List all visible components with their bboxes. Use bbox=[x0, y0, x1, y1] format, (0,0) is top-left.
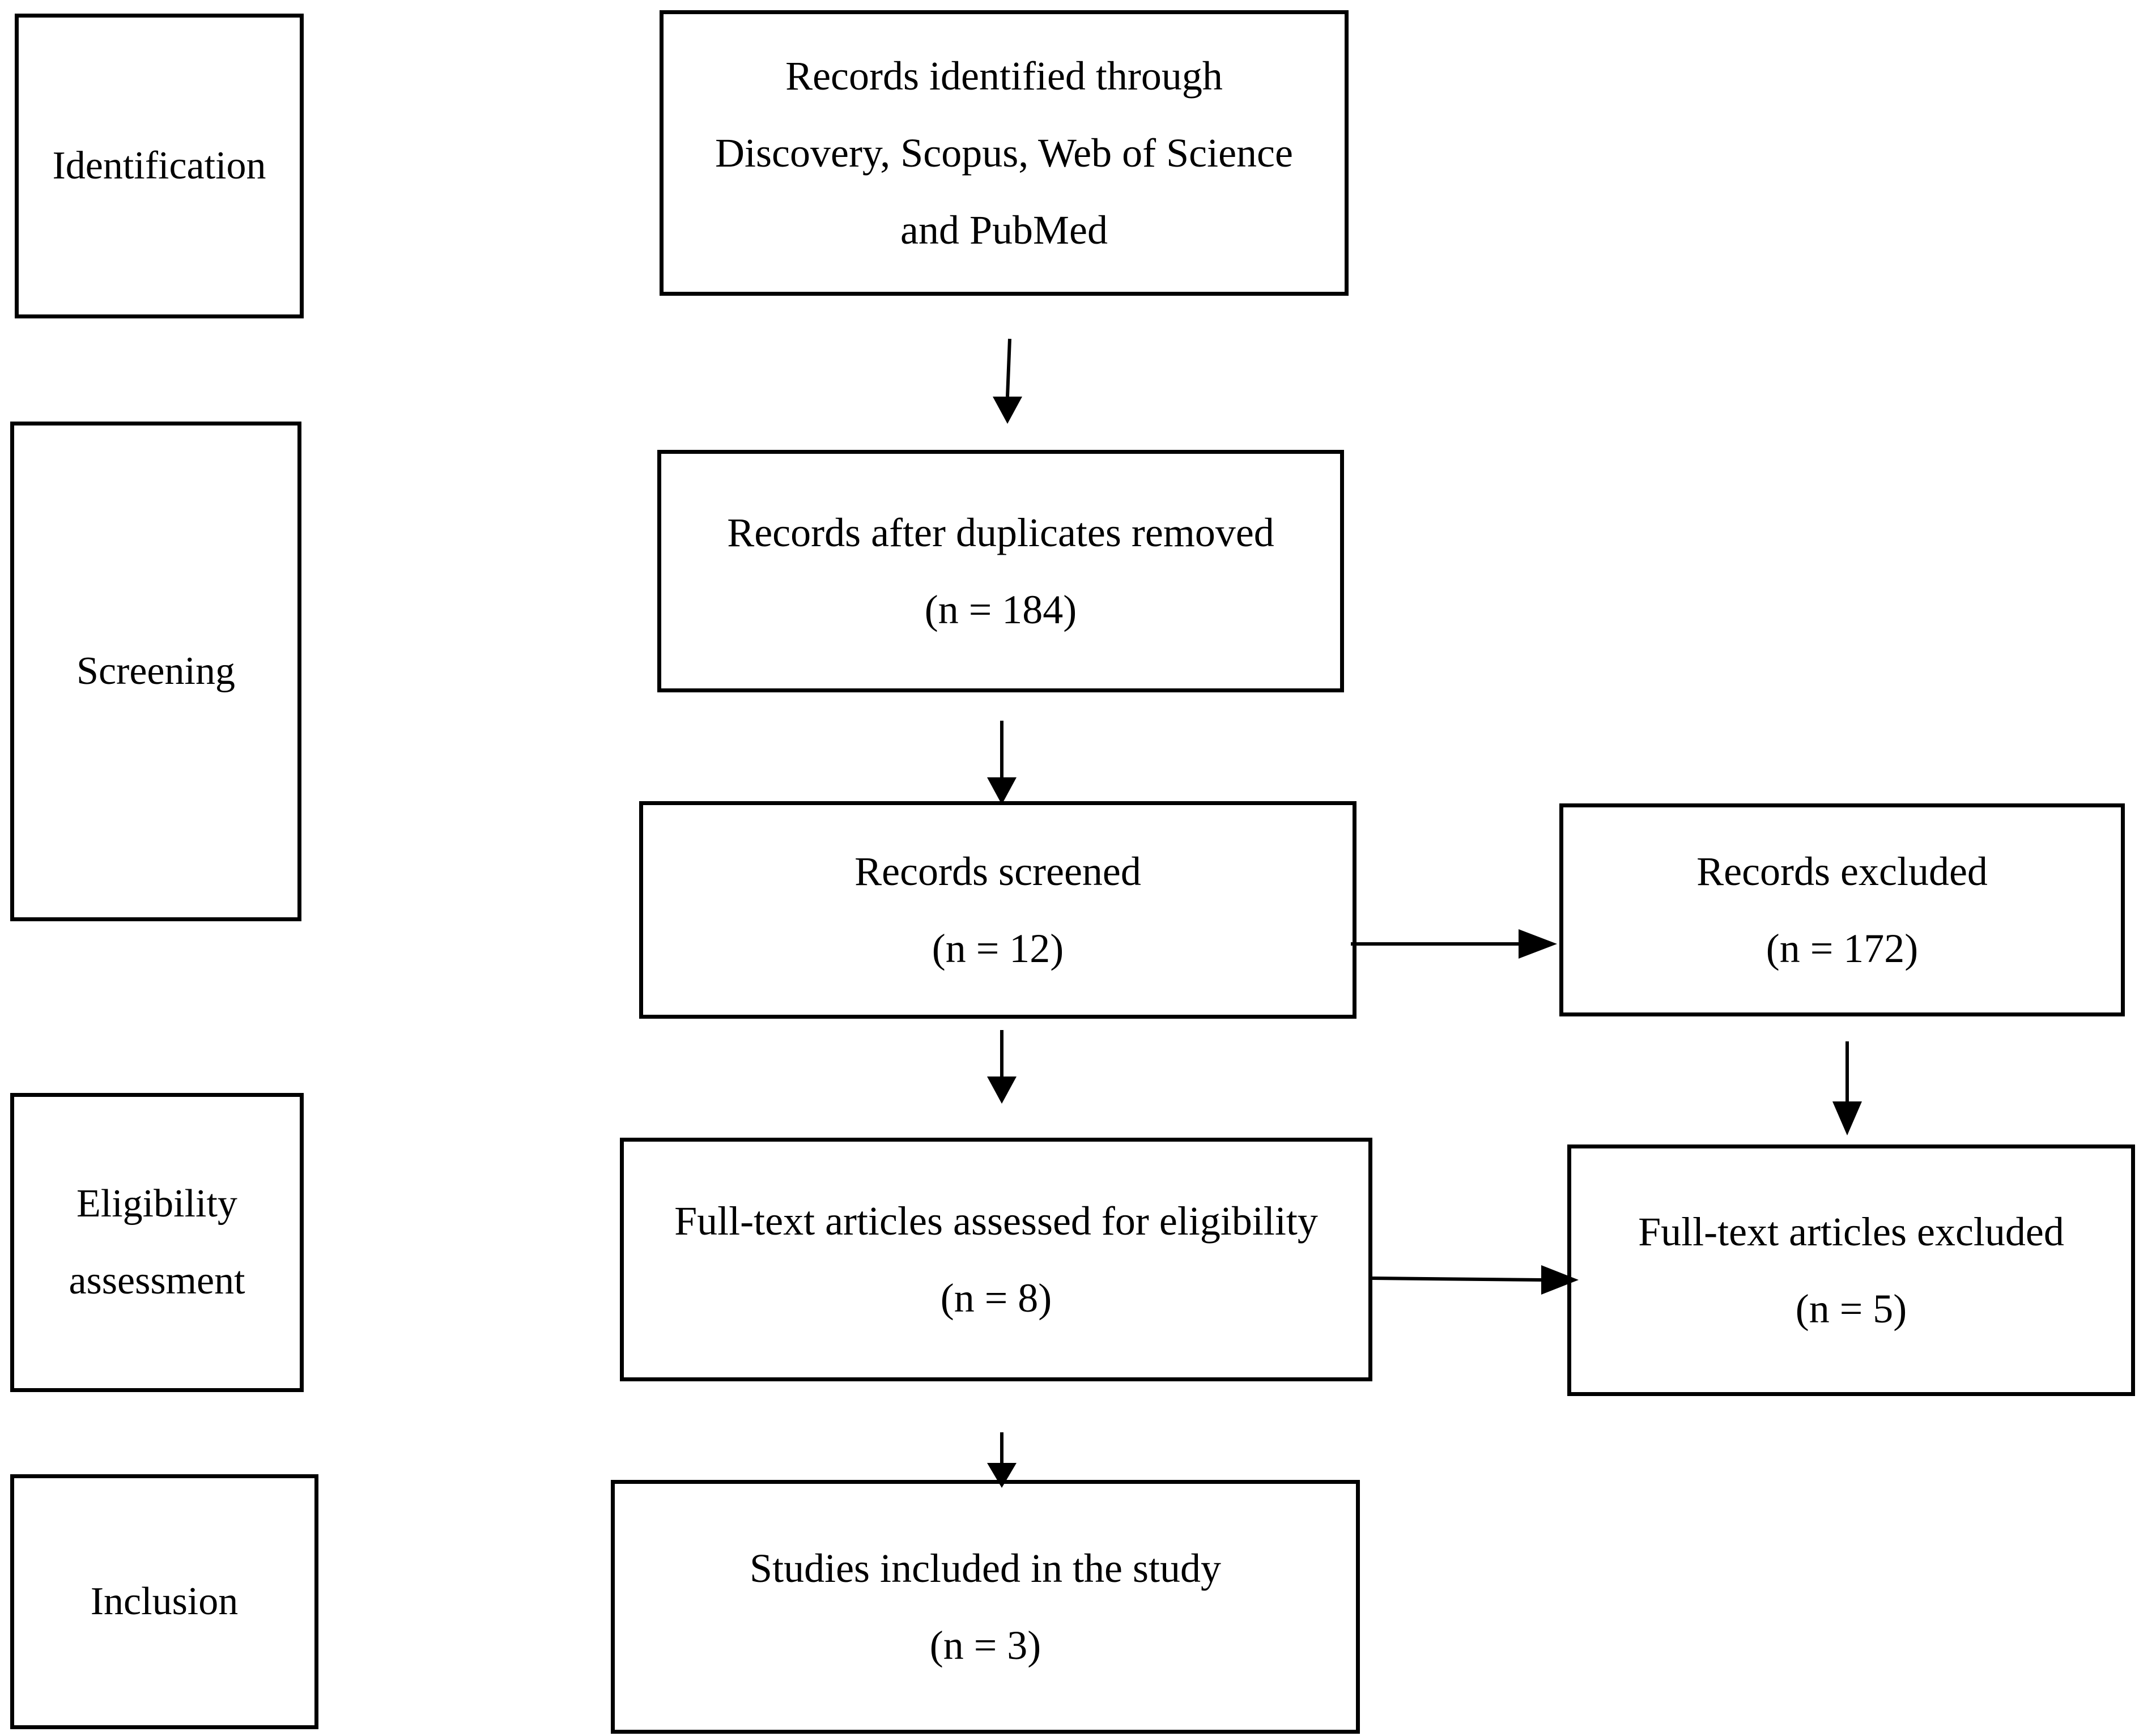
arrow-identified-to-duplicates bbox=[1006, 338, 1011, 397]
arrowhead-identified-to-duplicates bbox=[993, 397, 1022, 424]
records-identified-line2: Discovery, Scopus, Web of Science bbox=[715, 130, 1293, 176]
stage-eligibility-label-line1: Eligibility bbox=[76, 1182, 237, 1226]
box-records-identified: Records identified through Discovery, Sc… bbox=[660, 10, 1349, 296]
arrowhead-duplicates-to-screened bbox=[987, 777, 1017, 805]
box-records-screened: Records screened (n = 12) bbox=[639, 801, 1356, 1019]
box-fulltext-excluded: Full-text articles excluded (n = 5) bbox=[1567, 1144, 2135, 1396]
box-records-excluded: Records excluded (n = 172) bbox=[1559, 803, 2125, 1016]
stage-identification: Identification bbox=[15, 14, 304, 318]
fulltext-assessed-count: (n = 8) bbox=[940, 1275, 1052, 1321]
records-identified-line3: and PubMed bbox=[900, 207, 1108, 253]
studies-included-count: (n = 3) bbox=[929, 1623, 1041, 1668]
fulltext-excluded-label: Full-text articles excluded bbox=[1638, 1209, 2064, 1254]
stage-screening-label: Screening bbox=[76, 649, 235, 693]
stage-identification-label: Identification bbox=[52, 144, 266, 188]
records-identified-line1: Records identified through bbox=[785, 53, 1223, 99]
box-studies-included: Studies included in the study (n = 3) bbox=[611, 1480, 1360, 1734]
stage-inclusion: Inclusion bbox=[10, 1474, 318, 1729]
arrowhead-screened-to-fulltext bbox=[987, 1077, 1017, 1104]
stage-eligibility: Eligibility assessment bbox=[10, 1093, 304, 1392]
duplicates-removed-count: (n = 184) bbox=[924, 587, 1077, 632]
records-excluded-label: Records excluded bbox=[1696, 849, 1988, 894]
arrowhead-excluded-to-fulltext-excluded bbox=[1832, 1101, 1862, 1135]
arrowhead-screened-to-excluded bbox=[1519, 929, 1557, 959]
arrowhead-fulltext-to-included bbox=[987, 1463, 1017, 1488]
box-fulltext-assessed: Full-text articles assessed for eligibil… bbox=[620, 1138, 1372, 1381]
arrowhead-fulltext-to-fulltext-excluded bbox=[1541, 1265, 1579, 1295]
records-screened-label: Records screened bbox=[854, 849, 1141, 894]
studies-included-label: Studies included in the study bbox=[750, 1546, 1221, 1591]
fulltext-assessed-label: Full-text articles assessed for eligibil… bbox=[674, 1198, 1318, 1244]
arrow-fulltext-to-fulltext-excluded bbox=[1372, 1277, 1542, 1282]
duplicates-removed-label: Records after duplicates removed bbox=[727, 510, 1274, 555]
stage-screening: Screening bbox=[10, 422, 301, 921]
stage-inclusion-label: Inclusion bbox=[90, 1580, 239, 1623]
box-duplicates-removed: Records after duplicates removed (n = 18… bbox=[657, 450, 1344, 692]
records-screened-count: (n = 12) bbox=[932, 926, 1064, 971]
stage-eligibility-label-line2: assessment bbox=[69, 1259, 245, 1303]
fulltext-excluded-count: (n = 5) bbox=[1795, 1286, 1907, 1331]
records-excluded-count: (n = 172) bbox=[1766, 926, 1919, 971]
